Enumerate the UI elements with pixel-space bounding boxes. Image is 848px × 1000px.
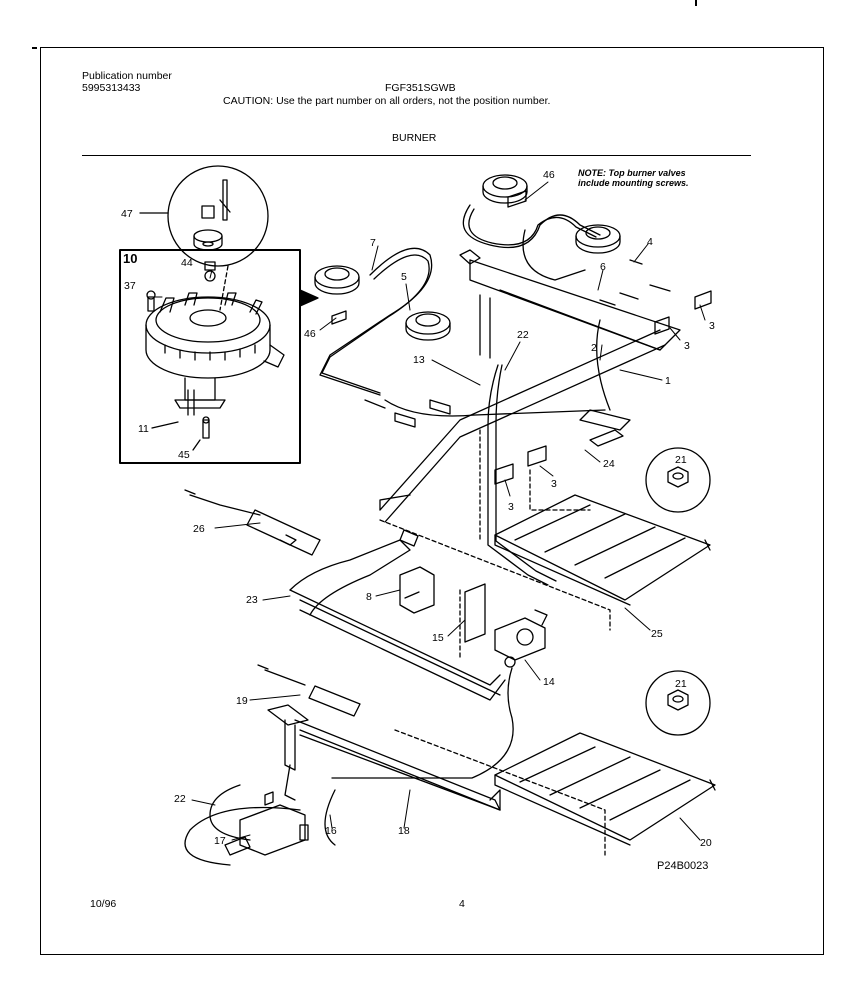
callout-3-center-right: 3 [551, 478, 557, 490]
callout-22-bottom: 22 [174, 793, 186, 805]
detail-box-10 [119, 249, 319, 464]
callout-1: 1 [665, 375, 671, 387]
callout-leaders [147, 181, 706, 841]
callout-14: 14 [543, 676, 555, 688]
footer-date: 10/96 [90, 898, 117, 910]
bracket-8 [399, 566, 435, 614]
edge-mark [32, 47, 37, 49]
callout-19: 19 [236, 695, 248, 707]
callout-45: 45 [178, 449, 190, 461]
callout-22-top: 22 [517, 329, 529, 341]
pressure-regulator-14 [494, 609, 548, 668]
leader-11 [151, 421, 179, 429]
callout-47: 47 [121, 208, 133, 220]
drawing-code: P24B0023 [657, 860, 709, 872]
callout-46-top: 46 [543, 169, 555, 181]
flame-spreader-20 [494, 732, 716, 846]
nut-detail-circle-bottom [645, 670, 711, 736]
note-line-1: NOTE: Top burner valves [578, 168, 686, 178]
bracket-8-detail [404, 591, 420, 599]
model-number: FGF351SGWB [385, 82, 456, 94]
bracket-15 [464, 583, 486, 643]
corner-mark [695, 0, 697, 6]
igniter-and-lower-burner [184, 489, 506, 701]
callout-44: 44 [181, 257, 193, 269]
callout-17: 17 [214, 835, 226, 847]
callout-3-right: 3 [709, 320, 715, 332]
gas-valve-17 [224, 791, 309, 856]
callout-18: 18 [398, 825, 410, 837]
valve-fittings [364, 259, 671, 447]
leader-47 [219, 265, 229, 311]
note-line-2: include mounting screws. [578, 178, 689, 188]
callout-24: 24 [603, 458, 615, 470]
callout-10: 10 [123, 251, 137, 266]
callout-26: 26 [193, 523, 205, 535]
nut-detail-circle-top [645, 447, 711, 513]
orifice-plates [331, 190, 712, 485]
publication-number: 5995313433 [82, 82, 141, 94]
callout-6: 6 [600, 261, 606, 273]
callout-11: 11 [138, 423, 149, 435]
callout-23: 23 [246, 594, 258, 606]
callout-4: 4 [647, 236, 653, 248]
header-rule [82, 155, 751, 156]
callout-21-bottom: 21 [675, 678, 687, 690]
leader-45 [192, 439, 201, 451]
callout-7: 7 [370, 237, 376, 249]
igniter-19 [257, 664, 361, 717]
callout-3-center: 3 [508, 501, 514, 513]
callout-2: 2 [591, 342, 597, 354]
broil-burner-18 [267, 704, 501, 811]
page-frame [40, 47, 824, 955]
page-number: 4 [459, 898, 465, 910]
callout-37: 37 [124, 280, 136, 292]
callout-21-top: 21 [675, 454, 687, 466]
note-text: NOTE: Top burner valves include mounting… [578, 168, 689, 188]
callout-20: 20 [700, 837, 712, 849]
callout-3-manifold: 3 [684, 340, 690, 352]
callout-8: 8 [366, 591, 372, 603]
callout-16: 16 [325, 825, 337, 837]
flame-spreader-25 [494, 494, 711, 606]
callout-15: 15 [432, 632, 444, 644]
manifold [379, 249, 681, 523]
callout-25: 25 [651, 628, 663, 640]
callout-13: 13 [413, 354, 425, 366]
top-burner-heads [314, 174, 621, 341]
section-title: BURNER [392, 132, 437, 144]
publication-label: Publication number [82, 70, 172, 82]
callout-46-left: 46 [304, 328, 316, 340]
caution-text: CAUTION: Use the part number on all orde… [223, 95, 551, 107]
callout-5: 5 [401, 271, 407, 283]
detail-circle-47 [139, 165, 269, 267]
